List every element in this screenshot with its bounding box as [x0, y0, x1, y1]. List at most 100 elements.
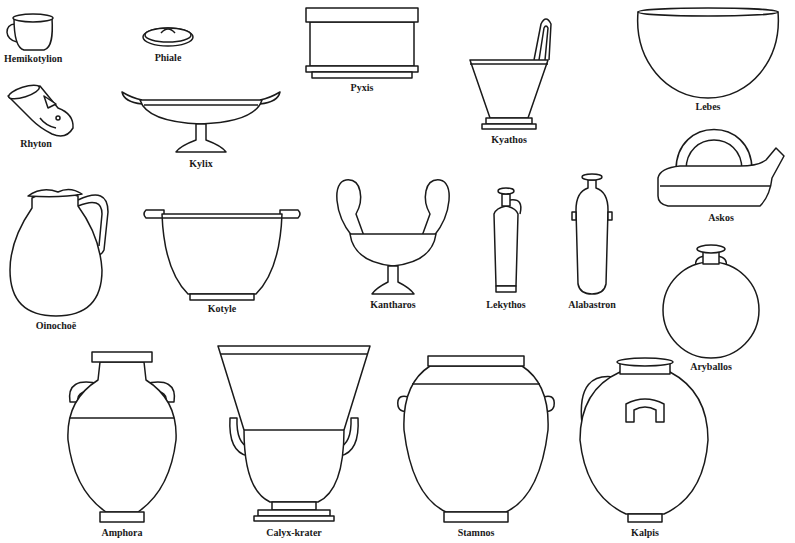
pyxis-drawing [306, 8, 418, 78]
oinochoe-drawing [10, 192, 102, 316]
calyx-krater-drawing [218, 346, 370, 521]
kyathos-drawing [486, 118, 532, 124]
rhyton-drawing [7, 82, 73, 136]
lekythos-drawing [496, 286, 516, 292]
kalpis-drawing [617, 358, 673, 366]
lebes-drawing [638, 8, 778, 16]
vase-name: Askos [707, 212, 735, 224]
pyxis-drawing [306, 66, 418, 72]
amphora-drawing [68, 362, 176, 512]
oinochoe-drawing [28, 189, 82, 196]
kantharos-drawing [350, 234, 436, 266]
kantharos-drawing [337, 180, 449, 294]
lebes-drawing [638, 8, 779, 98]
kylix-drawing [122, 92, 280, 152]
vase-name: Calyx-krater [265, 527, 323, 539]
alabastron-drawing [608, 212, 612, 220]
kylix-drawing [122, 92, 142, 104]
phiale-drawing [143, 28, 193, 46]
hemikotylion-drawing [13, 14, 53, 22]
vase-name: Amphora [100, 527, 143, 539]
amphora-drawing [92, 352, 152, 362]
kylix-drawing [140, 100, 262, 124]
kyathos-drawing [470, 63, 548, 65]
kyathos-drawing [539, 26, 548, 60]
kyathos-drawing [534, 19, 551, 60]
lekythos-drawing [494, 188, 521, 292]
rhyton-drawing [40, 118, 56, 128]
pyxis-drawing [306, 8, 418, 22]
calyx-krater-drawing [218, 346, 370, 502]
oinochoe-drawing [10, 189, 108, 316]
vase-name: Kalpis [630, 527, 660, 539]
pyxis-drawing [312, 72, 412, 78]
vase-name: Lebes [695, 101, 722, 113]
vase-name: Pyxis [350, 82, 375, 94]
calyx-krater-drawing [254, 516, 334, 521]
lekythos-drawing [502, 194, 510, 206]
kyathos-drawing [482, 124, 536, 129]
kotyle-drawing [144, 210, 164, 218]
rhyton-drawing [7, 82, 41, 101]
vase-name: Hemikotylion [3, 53, 63, 65]
vase-name: Kantharos [369, 299, 416, 311]
kyathos-drawing [470, 19, 551, 129]
alabastron-drawing [582, 174, 602, 180]
stamnos-drawing [428, 356, 524, 366]
kantharos-drawing [372, 266, 414, 294]
alabastron-drawing [572, 174, 612, 294]
askos-drawing [658, 148, 784, 206]
vase-name: Kotyle [207, 303, 237, 315]
vase-name: Kyathos [490, 134, 528, 146]
stamnos-drawing [412, 383, 540, 385]
rhyton-drawing [56, 116, 60, 120]
amphora-drawing [70, 417, 174, 419]
kantharos-drawing [337, 180, 364, 236]
stamnos-drawing [398, 356, 554, 522]
vase-name: Rhyton [19, 138, 53, 150]
hemikotylion-drawing [7, 14, 53, 50]
lekythos-drawing [494, 206, 518, 286]
phiale-drawing [161, 29, 175, 33]
kalpis-drawing [626, 399, 664, 422]
aryballos-drawing [663, 245, 759, 358]
kylix-drawing [176, 124, 226, 152]
kotyle-drawing [144, 210, 300, 300]
kalpis-drawing [580, 372, 708, 514]
amphora-drawing [100, 512, 144, 522]
askos-drawing [658, 130, 784, 207]
kotyle-drawing [162, 214, 282, 294]
amphora-drawing [68, 352, 176, 522]
vase-name: Phiale [154, 52, 183, 64]
aryballos-drawing [663, 262, 759, 358]
rhyton-drawing [44, 96, 56, 108]
vase-name: Aryballos [689, 361, 733, 373]
aryballos-drawing [697, 245, 725, 253]
calyx-krater-drawing [220, 353, 368, 355]
stamnos-drawing [404, 366, 548, 512]
kylix-drawing [260, 92, 280, 104]
lebes-drawing [638, 12, 779, 98]
kyathos-drawing [470, 60, 548, 118]
kotyle-drawing [162, 217, 282, 219]
phiale-drawing [145, 28, 191, 42]
kotyle-drawing [280, 210, 300, 218]
pyxis-drawing [310, 22, 414, 66]
kylix-drawing [144, 104, 258, 106]
lekythos-drawing [498, 188, 514, 194]
vase-name: Alabastron [567, 299, 617, 311]
askos-drawing [660, 185, 770, 187]
stamnos-drawing [444, 512, 508, 522]
vase-name: Stamnos [457, 527, 496, 539]
vase-name: Kylix [188, 158, 213, 170]
vase-name: Lekythos [485, 299, 526, 311]
calyx-krater-drawing [258, 510, 330, 516]
vase-name: Oinochoë [35, 320, 78, 332]
phiale-drawing [143, 28, 193, 46]
alabastron-drawing [576, 180, 608, 294]
calyx-krater-drawing [272, 502, 316, 510]
kalpis-drawing [628, 514, 662, 522]
